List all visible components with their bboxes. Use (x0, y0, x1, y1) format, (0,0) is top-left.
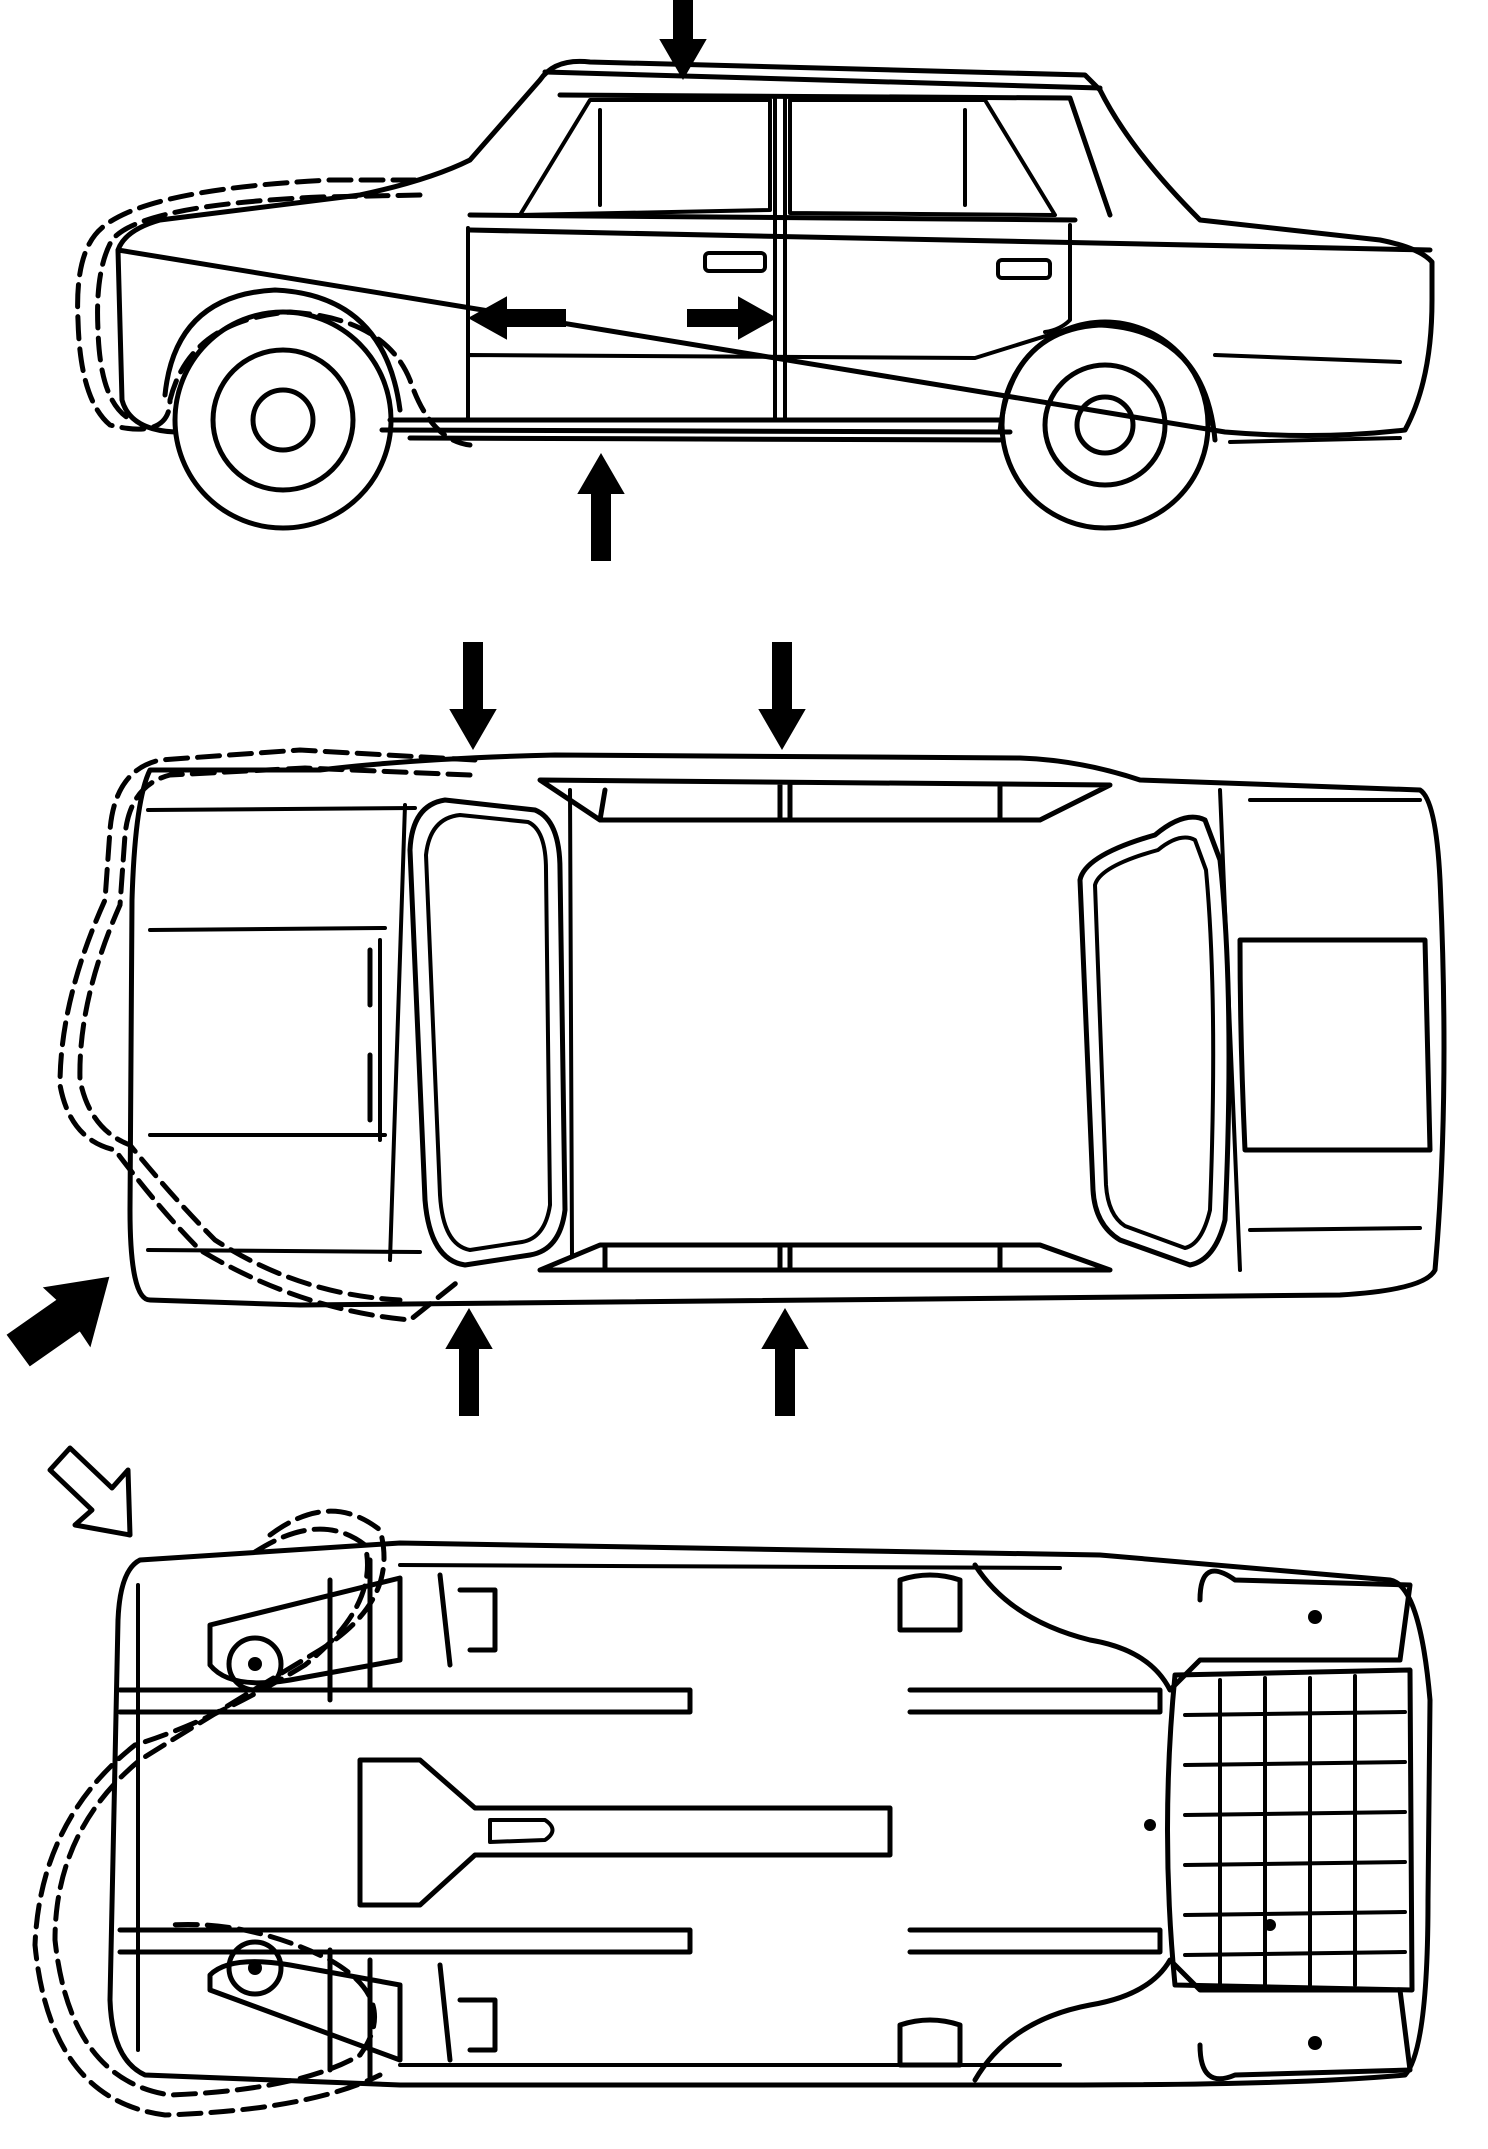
top-deformation-dashed-2 (77, 765, 473, 1303)
side-front-arch (162, 287, 403, 413)
under-rear-dot-top (1308, 1610, 1322, 1624)
under-front-mount-top-dot (248, 1657, 262, 1671)
top-roof-side-bottom (537, 1242, 1113, 1273)
top-hood (146, 806, 422, 1254)
top-c-pillars (1218, 788, 1242, 1272)
under-center-dot (1144, 1819, 1156, 1831)
under-rear-dot-bottom (1308, 2036, 1322, 2050)
side-rear-door (1043, 223, 1072, 334)
side-sill-arrow (578, 454, 624, 561)
top-arrow-3 (446, 1309, 492, 1416)
side-rear-bumper (1213, 353, 1402, 444)
under-exhaust (488, 1818, 555, 1844)
under-inner-outline (136, 1563, 1062, 2067)
side-rear-rim (1042, 362, 1168, 488)
top-body-outline (127, 752, 1447, 1308)
side-door-arrow-left (467, 296, 566, 340)
side-rear-hub (1074, 394, 1136, 456)
side-deformation-dashed-2 (95, 192, 423, 421)
under-deformation-dashed-2 (32, 1526, 383, 2118)
top-trunk-lines (1248, 798, 1422, 1232)
side-rocker (387, 417, 1003, 443)
side-body-outline (115, 58, 1435, 439)
side-rear-wheel (999, 319, 1211, 531)
under-jack-pads (457, 1572, 963, 2068)
top-arrow-1 (450, 642, 496, 749)
top-deformation-dashed (57, 747, 478, 1323)
side-front-window (518, 98, 772, 217)
top-windshield-inner (424, 813, 552, 1252)
side-b-pillar (773, 96, 787, 422)
side-door-arrow-right (687, 296, 778, 340)
under-rear-floor-grid (1165, 1667, 1415, 1993)
side-roof (542, 69, 1113, 218)
under-front-mount-bottom-dot (248, 1961, 262, 1975)
under-deformation-dashed (52, 1508, 387, 2098)
under-rear-axle-housing-top (972, 1562, 1413, 1693)
underside-view (32, 1445, 1433, 2118)
under-front-suspension-bottom (207, 1947, 453, 2083)
side-front-wheel (172, 309, 394, 531)
under-front-suspension-top (207, 1557, 453, 1703)
under-rails (117, 1687, 1163, 1955)
under-rear-axle-housing-bottom (972, 1957, 1413, 2083)
under-hollow-arrow (47, 1445, 133, 1538)
top-rear-window-inner (1093, 835, 1216, 1250)
top-rear-window (1077, 814, 1232, 1268)
top-roof-side-top (537, 777, 1113, 823)
under-front-mount-bottom (226, 1939, 284, 1997)
side-front-door (466, 226, 1067, 422)
top-view (6, 642, 1447, 1416)
top-a-pillars (388, 788, 574, 1262)
side-deformation-dashed (75, 177, 473, 448)
side-belt-line (467, 212, 1433, 253)
side-front-hub (250, 387, 316, 453)
top-windshield (407, 797, 568, 1268)
under-tunnel (357, 1757, 893, 1908)
top-corner-arrow (6, 1276, 110, 1367)
side-front-handle (703, 251, 767, 273)
top-trunk (1237, 937, 1433, 1153)
side-front-rim (210, 347, 356, 493)
side-view (75, 0, 1435, 561)
top-arrow-2 (759, 642, 805, 749)
top-arrow-4 (762, 1309, 808, 1416)
under-body-outline (107, 1540, 1433, 2088)
side-rear-handle (996, 258, 1052, 280)
side-rear-window (788, 98, 1057, 217)
